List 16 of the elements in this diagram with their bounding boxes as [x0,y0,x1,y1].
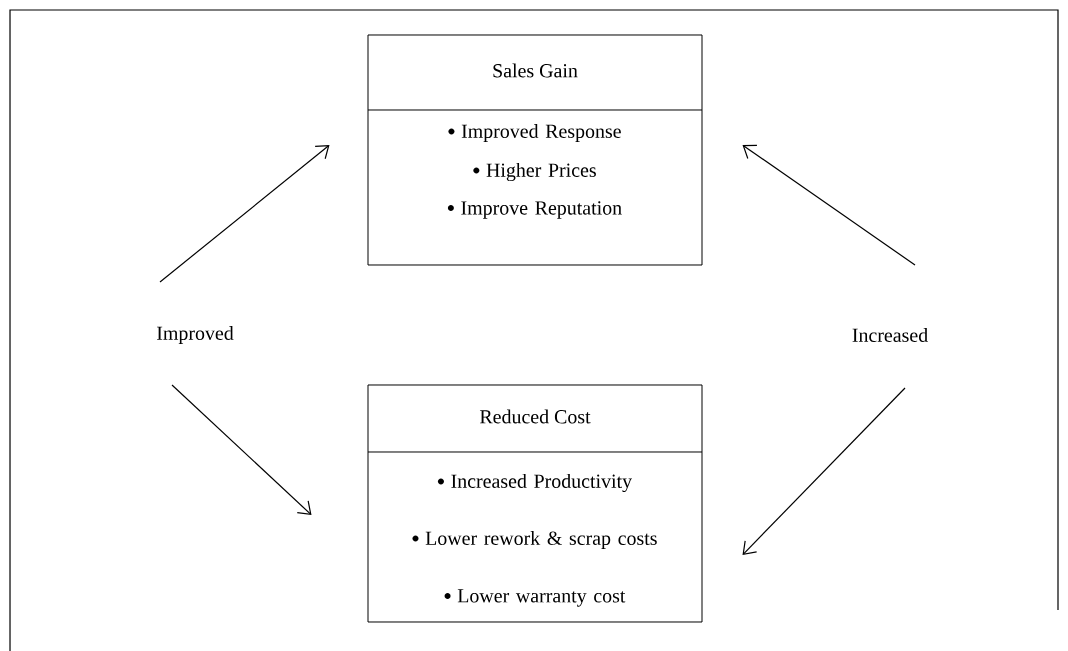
list-box [367,384,703,623]
arrow [171,384,312,515]
label-text: Increased [852,328,928,342]
list-item: Increased Productivity [437,473,632,493]
label-text: Improved [157,325,234,344]
list-item: Lower warranty cost [444,589,626,607]
list-item: Improved Response [448,123,621,142]
box-heading: Reduced Cost [479,409,591,424]
arrow [742,144,916,266]
list-item: Improve Reputation [447,201,622,219]
box-heading: Sales Gain [493,63,578,78]
list-item: Lower rework & scrap costs [412,530,657,549]
arrow [742,387,906,555]
arrow [159,145,330,283]
list-box [367,34,703,266]
list-item: Higher Prices [473,162,596,182]
